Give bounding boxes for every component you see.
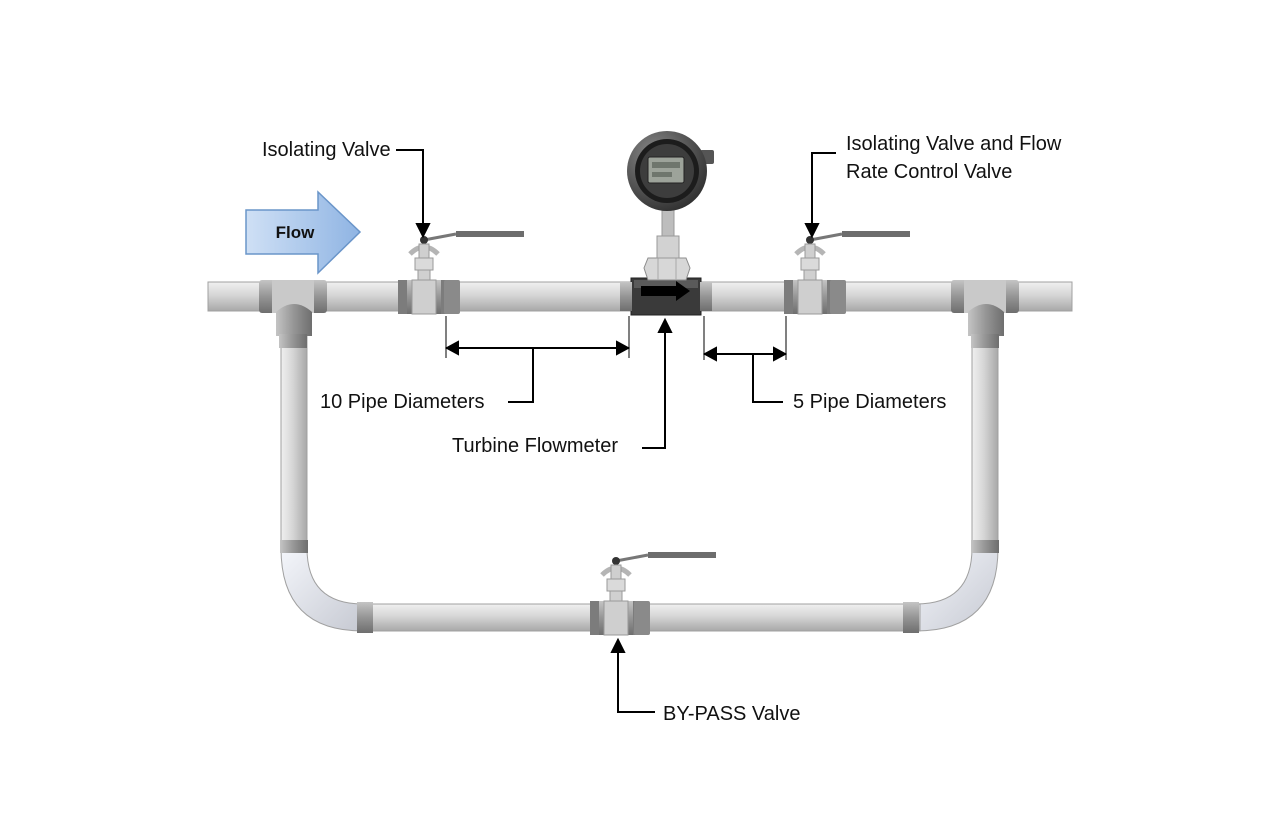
flowmeter-display-head [627,131,714,211]
isolating-valve [398,231,524,314]
bypass-right-elbow [915,547,999,632]
bypass-coupling [903,602,919,633]
leader-line [752,354,783,403]
bypass-valve [590,552,716,635]
bypass-coupling [357,602,373,633]
bypass-coupling [971,540,999,553]
flowmeter-lcd-screen [647,156,685,184]
downstream-distance-label: 5 Pipe Diameters [793,391,946,413]
leader-arrowhead-icon [804,223,820,239]
dimension-arrowhead-icon [773,346,788,362]
dimension-arrowhead-icon [444,340,459,356]
bypass-pipe-line [280,335,999,633]
isolating-control-valve-label-line1: Isolating Valve and Flow [846,133,1062,155]
flow-arrow[interactable]: Flow [245,190,362,275]
isolating-control-valve-label-line2: Rate Control Valve [846,161,1012,183]
leader-arrowhead-icon [415,223,431,239]
flowmeter-hex-nut [643,257,691,281]
upstream-distance-label: 10 Pipe Diameters [320,391,485,413]
isolating-control-valve [784,231,910,314]
bypass-coupling [280,540,308,553]
bypass-left-riser [280,335,308,553]
leader-line [508,347,558,403]
leader-arrowhead-icon [610,637,626,653]
flow-direction-arrow-icon [641,281,690,301]
bypass-left-elbow [280,547,364,632]
leader-line [617,650,655,713]
isolating-valve-label: Isolating Valve [262,139,391,161]
right-tee-fitting [951,280,1019,348]
left-tee-fitting [259,280,327,348]
flow-label: Flow [276,223,315,242]
bypass-right-riser [971,335,999,553]
leader-arrowhead-icon [657,317,673,333]
leader-line [811,152,836,226]
leader-line [396,149,424,226]
dimension-arrowhead-icon [702,346,717,362]
annotations [396,149,836,713]
dimension-arrowhead-icon [616,340,631,356]
turbine-flowmeter [620,131,714,316]
flow-arrow-shape [245,190,362,275]
turbine-flowmeter-label: Turbine Flowmeter [452,435,618,457]
bypass-valve-label: BY-PASS Valve [663,703,800,725]
leader-line [642,330,666,449]
